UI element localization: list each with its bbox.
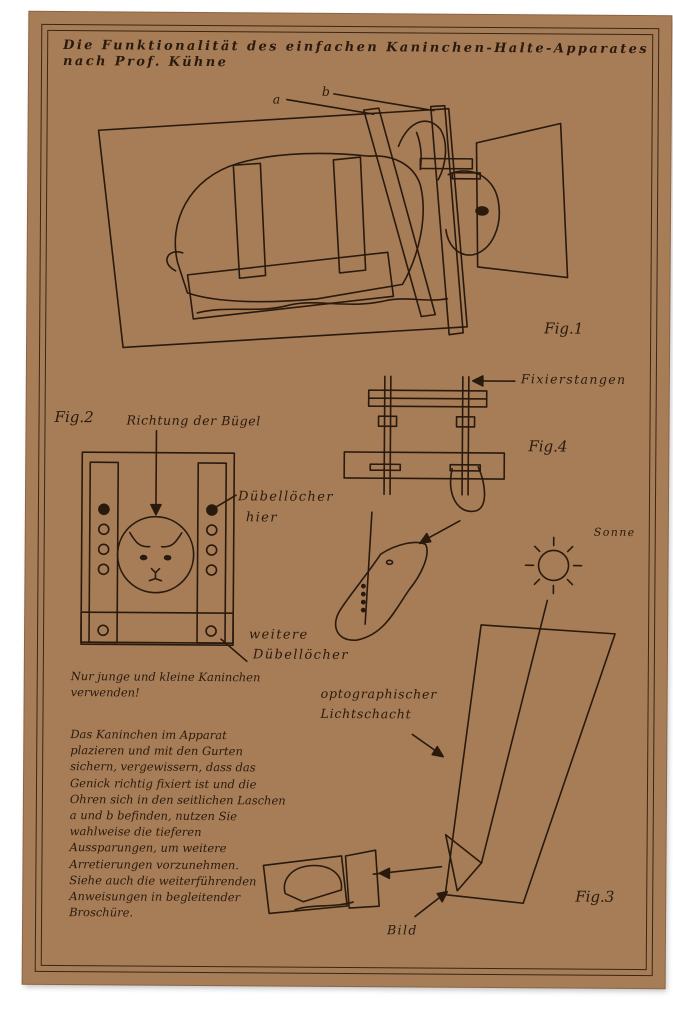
instruction-line: Anweisungen in begleitender (69, 889, 241, 905)
instruction-line: plazieren und mit den Gurten (70, 743, 243, 759)
fig3-sun-label: Sonne (593, 525, 636, 540)
instruction-line: wahlweise die tieferen (69, 824, 202, 840)
instruction-line: Genick richtig fixiert ist und die (69, 775, 257, 791)
fig4-rod-frame-drawing (334, 375, 516, 641)
fig4-rods-label: Fixierstangen (520, 371, 627, 387)
fig3-label: Fig.3 (575, 887, 615, 906)
warning-note: Nur junge und kleine Kaninchen verwenden… (71, 668, 301, 702)
instruction-line: Arretierungen vorzunehmen. (69, 856, 240, 872)
sheet-title: Die Funktionalität des einfachen Kaninch… (63, 38, 653, 74)
fig1-part-b-label: b (321, 83, 332, 99)
fig4-label: Fig.4 (528, 437, 568, 456)
fig1-apparatus-drawing (97, 93, 569, 349)
fig2-more-holes-label-line-1: weitere (249, 627, 309, 643)
fig2-dowel-holes-label-line-2: hier (245, 510, 278, 526)
fig2-direction-label: Richtung der Bügel (126, 412, 261, 429)
warning-line-1: Nur junge und kleine Kaninchen (70, 669, 261, 685)
technical-drawings (80, 93, 616, 918)
illustrated-instruction-sheet: Die Funktionalität des einfachen Kaninch… (22, 11, 672, 989)
instructions-note: Das Kaninchen im Apparat plazieren und m… (69, 726, 300, 922)
instruction-line: a und b befinden, nutzen Sie (69, 808, 238, 824)
instruction-line: sichern, vergewissern, dass das (70, 759, 256, 775)
instruction-line: Aussparungen, um weitere (69, 840, 227, 856)
fig3-shaft-label-line-2: Lichtschacht (320, 705, 412, 722)
instruction-line: Das Kaninchen im Apparat (70, 727, 227, 743)
fig1-part-a-label: a (272, 91, 282, 107)
fig2-dowel-plate-drawing (80, 429, 248, 663)
fig2-more-holes-label-line-2: Dübellöcher (252, 647, 349, 664)
instruction-line: Broschüre. (69, 905, 134, 920)
fig3-light-shaft-drawing (262, 536, 616, 918)
warning-line-2: verwenden! (70, 685, 140, 700)
fig3-image-label: Bild (386, 922, 418, 938)
fig2-label: Fig.2 (54, 407, 94, 427)
instruction-line: Siehe auch die weiterführenden (69, 872, 257, 889)
fig1-label: Fig.1 (544, 319, 584, 338)
fig2-dowel-holes-label-line-1: Dübellöcher (237, 489, 334, 505)
instruction-line: Ohren sich in den seitlichen Laschen (69, 791, 286, 808)
fig3-shaft-label-line-1: optographischer (320, 685, 438, 702)
